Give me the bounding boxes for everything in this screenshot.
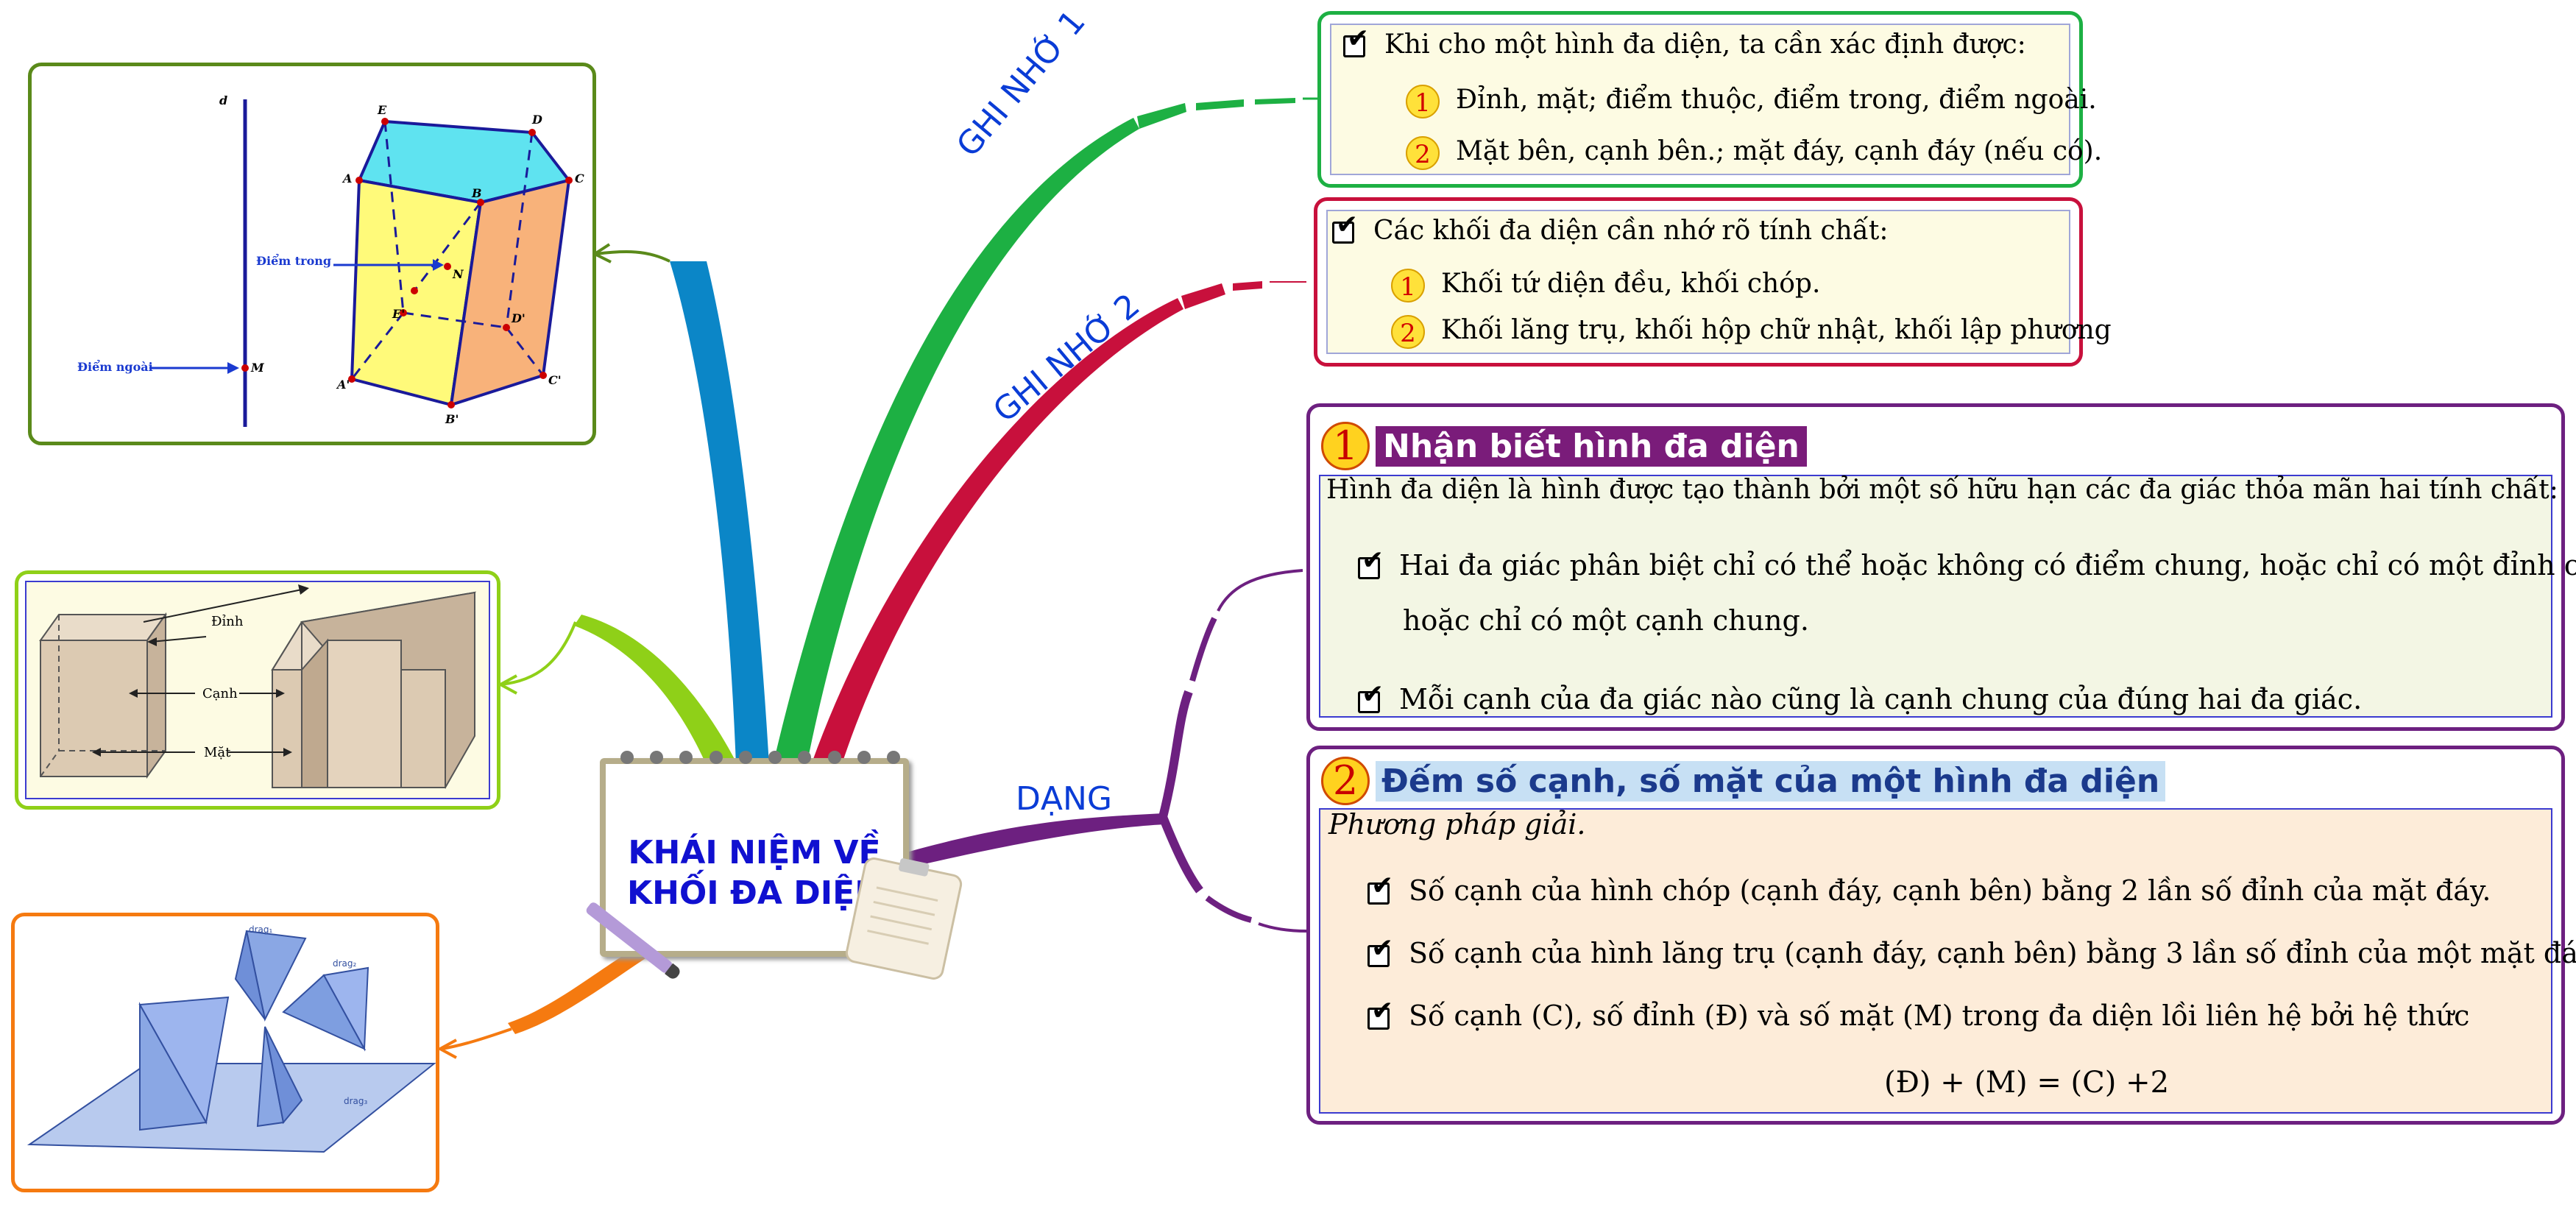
label-A-prime: A' [336, 378, 350, 392]
note1-item-2: 2 Mặt bên, cạnh bên.; mặt đáy, cạnh đáy (… [1406, 136, 2102, 170]
checkbox-icon [1343, 26, 1369, 57]
branch-dang [902, 813, 1164, 869]
note1-box: Khi cho một hình đa diện, ta cần xác địn… [1317, 11, 2102, 188]
type2-title: Đếm số cạnh, số mặt của một hình đa diện [1376, 760, 2166, 802]
checkbox-icon [1367, 873, 1393, 905]
number-badge: 2 [1391, 315, 1425, 349]
number-badge: 1 [1391, 269, 1425, 303]
label-B-prime: B' [445, 412, 459, 426]
type2-item-3-text: Số cạnh (C), số đỉnh (Đ) và số mặt (M) t… [1409, 1000, 2470, 1032]
branch-ghi-nho-1 [773, 118, 1139, 769]
center-title-line2: KHỐI ĐA DIỆN [626, 874, 882, 912]
type2-item-1-text: Số cạnh của hình chóp (cạnh đáy, cạnh bê… [1409, 874, 2491, 907]
note2-title: Các khối đa diện cần nhớ rõ tính chất: [1373, 216, 1889, 246]
checkbox-icon [1367, 935, 1393, 967]
label-d: d [219, 93, 227, 107]
type2-item-1: Số cạnh của hình chóp (cạnh đáy, cạnh bê… [1367, 873, 2491, 907]
note2-item-2: 2 Khối lăng trụ, khối hộp chữ nhật, khối … [1391, 315, 2112, 349]
branch-to-prism-image [670, 261, 769, 765]
branch-to-cube-image [574, 615, 736, 765]
note2-item-1-text: Khối tứ diện đều, khối chóp. [1441, 269, 1821, 299]
label-drag3: drag₃ [344, 1096, 368, 1106]
checkbox-icon [1332, 212, 1358, 244]
label-drag1: drag₁ [249, 924, 273, 935]
note1-item-1: 1 Đỉnh, mặt; điểm thuộc, điểm trong, điểm… [1406, 85, 2097, 118]
note1-item-1-text: Đỉnh, mặt; điểm thuộc, điểm trong, điểm … [1456, 85, 2097, 115]
note2-item-2-text: Khối lăng trụ, khối hộp chữ nhật, khối l… [1441, 315, 2112, 345]
type1-item-1-line2: hoặc chỉ có một cạnh chung. [1403, 604, 1809, 637]
note1-item-2-text: Mặt bên, cạnh bên.; mặt đáy, cạnh đáy (n… [1456, 136, 2103, 166]
type1-item-2-text: Mỗi cạnh của đa giác nào cũng là cạnh ch… [1399, 683, 2363, 715]
type1-item-1-line1: Hai đa giác phân biệt chỉ có thể hoặc kh… [1399, 549, 2576, 581]
type1-item-2: Mỗi cạnh của đa giác nào cũng là cạnh ch… [1358, 682, 2363, 715]
label-E: E [377, 103, 387, 117]
number-badge: 2 [1321, 757, 1370, 805]
checkbox-icon [1358, 682, 1384, 713]
label-diem-trong: Điểm trong [256, 252, 331, 268]
label-B: B [471, 186, 482, 200]
cube-image-box: Đỉnh Cạnh Mặt [15, 570, 500, 810]
cube-figure: Đỉnh Cạnh Mặt [25, 581, 490, 799]
prism-figure: d E D A C B N E' D' A' C' B' M Điểm tron… [77, 93, 584, 427]
type1-intro: Hình đa diện là hình được tạo thành bởi … [1326, 475, 2558, 505]
number-badge: 1 [1321, 422, 1370, 470]
label-M: M [250, 361, 265, 375]
label-drag2: drag₂ [333, 958, 357, 969]
checkbox-icon [1367, 998, 1393, 1030]
label-C-prime: C' [548, 373, 562, 387]
type2-item-3: Số cạnh (C), số đỉnh (Đ) và số mặt (M) t… [1367, 998, 2470, 1032]
prism-image-box: d E D A C B N E' D' A' C' B' M Điểm tron… [28, 63, 596, 445]
type2-item-2: Số cạnh của hình lăng trụ (cạnh đáy, cạn… [1367, 935, 2576, 969]
label-C: C [575, 171, 584, 185]
note1-title: Khi cho một hình đa diện, ta cần xác địn… [1384, 29, 2026, 60]
center-title-line1: KHÁI NIỆM VỀ [628, 834, 881, 871]
label-dinh: Đỉnh [211, 614, 244, 629]
label-canh: Cạnh [202, 686, 238, 701]
branch-label-dang: DẠNG [1016, 780, 1112, 818]
notepad-rings [620, 751, 900, 765]
note2-title-row: Các khối đa diện cần nhớ rõ tính chất: [1332, 212, 1889, 246]
pyramid-figure: drag₁ drag₂ drag₃ [26, 924, 436, 1153]
label-D: D [531, 113, 542, 127]
type1-title: Nhận biết hình đa diện [1376, 425, 1807, 467]
note2-item-1: 1 Khối tứ diện đều, khối chóp. [1391, 269, 1820, 303]
label-A: A [342, 171, 352, 185]
label-E-prime: E' [392, 307, 405, 321]
checkbox-icon [1358, 548, 1384, 579]
number-badge: 2 [1406, 136, 1440, 170]
branch-ghi-nho-2 [810, 298, 1183, 773]
label-N: N [452, 267, 464, 281]
note2-box: Các khối đa diện cần nhớ rõ tính chất: 1… [1314, 197, 2112, 367]
type2-item-2-text: Số cạnh của hình lăng trụ (cạnh đáy, cạn… [1409, 937, 2576, 969]
type2-method: Phương pháp giải. [1328, 808, 1586, 841]
label-diem-ngoai: Điểm ngoài [77, 358, 153, 374]
number-badge: 1 [1406, 85, 1440, 118]
pyramid-image-box: drag₁ drag₂ drag₃ [11, 913, 439, 1192]
note1-title-row: Khi cho một hình đa diện, ta cần xác địn… [1343, 26, 2026, 60]
label-D-prime: D' [511, 311, 526, 325]
type1-item-1: Hai đa giác phân biệt chỉ có thể hoặc kh… [1358, 548, 2576, 581]
label-mat: Mặt [204, 745, 231, 760]
branch-to-pyramid-image [508, 949, 648, 1034]
type2-formula: (Đ) + (M) = (C) +2 [1884, 1066, 2170, 1100]
